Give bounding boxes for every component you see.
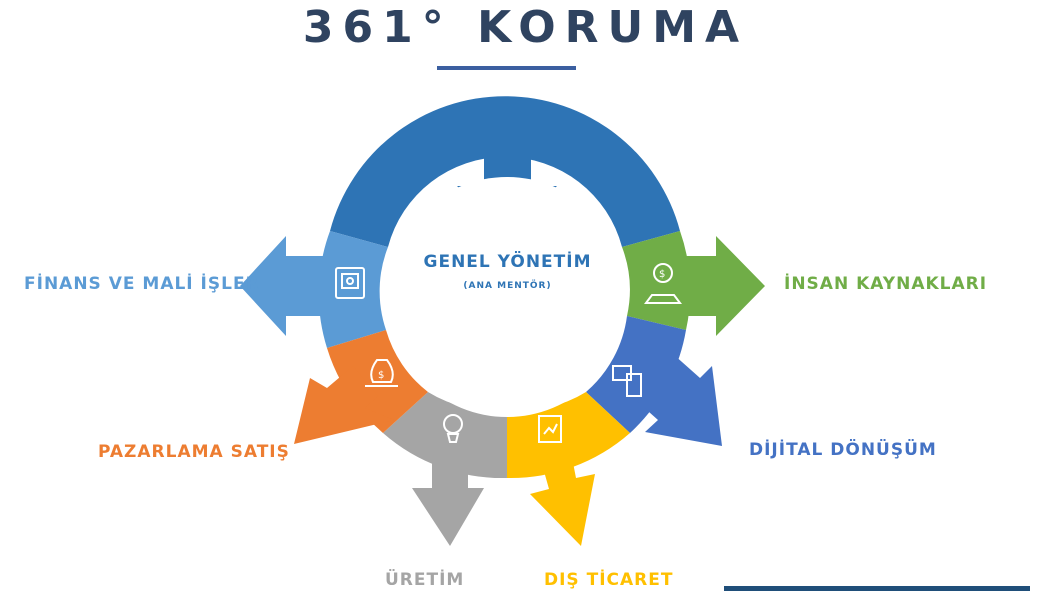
document-chart-icon bbox=[538, 415, 562, 443]
label-dijital-donusum: DİJİTAL DÖNÜŞÜM bbox=[749, 440, 937, 460]
bottom-bar bbox=[724, 586, 1030, 591]
arrow-finans bbox=[240, 236, 330, 336]
money-bag-hand-icon: $ bbox=[365, 359, 398, 387]
devices-icon bbox=[612, 365, 642, 397]
safe-icon bbox=[335, 267, 365, 299]
segment-uretim bbox=[383, 392, 507, 479]
segment-dis-ticaret bbox=[507, 392, 630, 479]
arrow-dis-ticaret bbox=[530, 442, 595, 546]
label-uretim: ÜRETİM bbox=[385, 570, 465, 590]
label-pazarlama: PAZARLAMA SATIŞ bbox=[98, 442, 290, 462]
label-dis-ticaret: DIŞ TİCARET bbox=[544, 570, 674, 590]
arrow-uretim bbox=[412, 456, 484, 546]
arrow-dijital-donusum bbox=[631, 354, 722, 446]
arrow-insan-kaynaklari bbox=[682, 236, 765, 336]
segment-finans bbox=[318, 231, 388, 348]
svg-text:$: $ bbox=[659, 269, 665, 280]
lightbulb-gear-icon bbox=[443, 414, 463, 443]
label-finans: FİNANS VE MALİ İŞLER bbox=[24, 274, 260, 294]
svg-text:$: $ bbox=[378, 370, 384, 381]
label-insan-kaynaklari: İNSAN KAYNAKLARI bbox=[784, 274, 988, 294]
segment-genel-yonetim bbox=[330, 96, 680, 247]
center-circle bbox=[387, 177, 627, 417]
center-label: GENEL YÖNETİM bbox=[423, 252, 592, 272]
title-underline bbox=[437, 66, 576, 70]
page-title: 361° KORUMA bbox=[302, 2, 749, 53]
segment-insan-kaynaklari bbox=[622, 231, 691, 330]
center-sublabel: (ANA MENTÖR) bbox=[463, 281, 552, 291]
person-location-icon: $ bbox=[644, 263, 682, 304]
